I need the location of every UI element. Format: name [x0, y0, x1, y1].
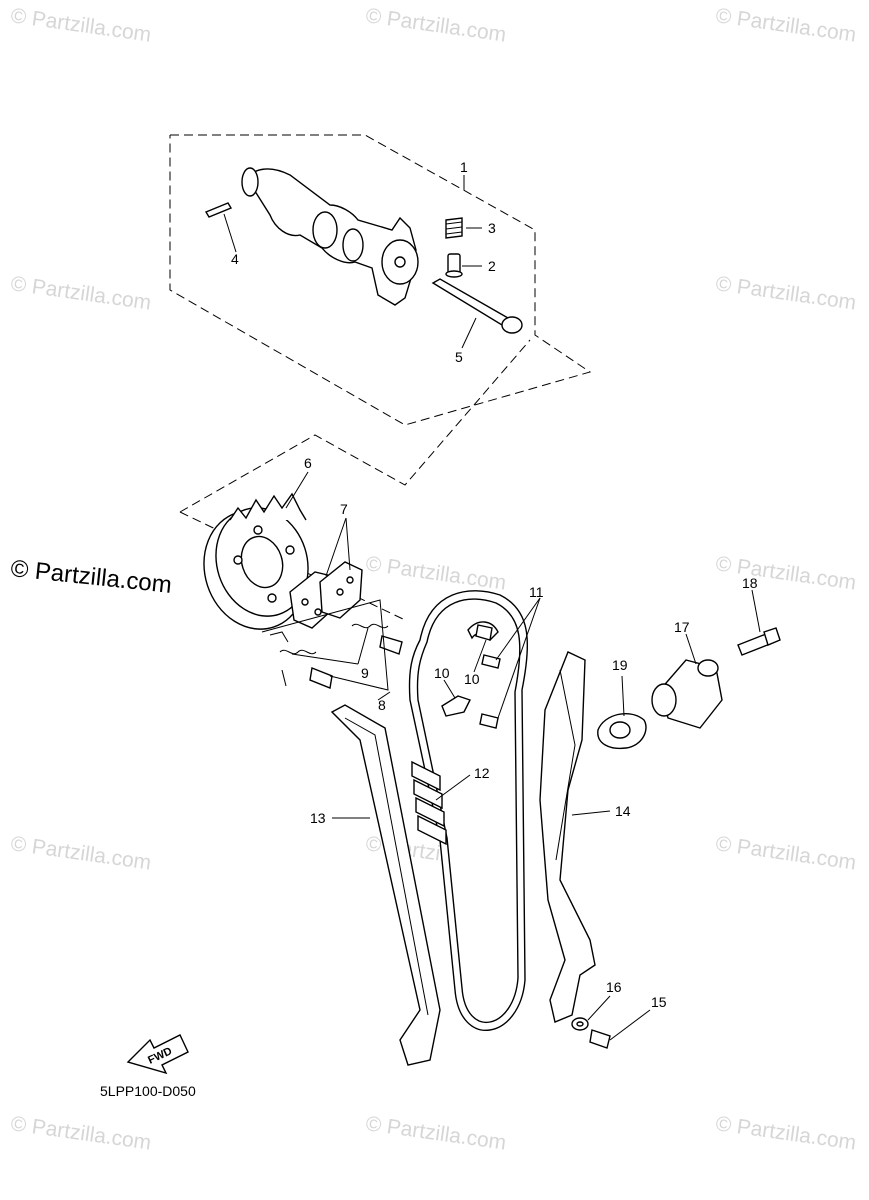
callout-7: 7 — [340, 501, 348, 517]
tensioner-guide-part — [539, 651, 596, 1023]
watermark-text: © Partzilla.com — [714, 832, 857, 874]
cam-sprocket-part — [203, 492, 309, 630]
chain-tensioner-part — [651, 659, 723, 729]
watermark-text: © Partzilla.com — [364, 552, 507, 594]
callout-17: 17 — [674, 619, 690, 635]
tensioner-bolt-part — [737, 627, 781, 656]
leader-lines — [223, 175, 761, 1041]
watermark-text: © Partzilla.com — [9, 832, 152, 874]
watermark-text: © Partzilla.com — [364, 4, 507, 46]
fwd-arrow-icon: FWD — [126, 1034, 189, 1075]
spring-part — [445, 217, 463, 239]
chain-guide-stopper-part — [441, 621, 499, 717]
plunger-part — [445, 253, 463, 278]
callout-3: 3 — [488, 220, 496, 236]
camshaft-group-outline — [169, 134, 592, 621]
washer-part — [571, 1017, 589, 1031]
callout-13: 13 — [310, 810, 326, 826]
watermark-text: © Partzilla.com — [9, 272, 152, 314]
watermark-text: © Partzilla.com — [9, 1112, 152, 1154]
callout-6: 6 — [304, 455, 312, 471]
gasket-part — [597, 712, 647, 750]
watermark-text: © Partzilla.com — [714, 272, 857, 314]
callout-labels: 1 2 3 4 5 6 7 8 9 10 10 11 12 13 14 15 1… — [231, 159, 758, 1010]
dowel-pin-part — [204, 202, 233, 218]
camshaft-part — [241, 167, 419, 306]
watermark-text: © Partzilla.com — [364, 1112, 507, 1154]
callout-18: 18 — [742, 575, 758, 591]
callout-12: 12 — [474, 765, 490, 781]
callout-9: 9 — [361, 665, 369, 681]
diagram-code: 5LPP100-D050 — [100, 1083, 196, 1099]
chain-guide-part — [330, 704, 441, 1066]
watermark-text: © Partzilla.com — [714, 4, 857, 46]
watermark-text: © Partzilla.com — [714, 1112, 857, 1154]
callout-1: 1 — [460, 159, 468, 175]
callout-10b: 10 — [464, 671, 480, 687]
callout-14: 14 — [615, 803, 631, 819]
small-bolt-part — [479, 654, 501, 729]
decompression-shaft-part — [431, 278, 523, 334]
watermark-text: © Partzilla.com — [9, 4, 152, 46]
callout-2: 2 — [488, 258, 496, 274]
callout-10a: 10 — [434, 665, 450, 681]
callout-15: 15 — [651, 994, 667, 1010]
callout-19: 19 — [612, 657, 628, 673]
chain-links-part — [411, 760, 447, 846]
callout-4: 4 — [231, 251, 239, 267]
pivot-bolt-part — [589, 1029, 611, 1049]
watermark-prominent: © Partzilla.com — [9, 555, 173, 599]
watermark-text: © Partzilla.com — [714, 552, 857, 594]
callout-5: 5 — [455, 349, 463, 365]
callout-16: 16 — [606, 979, 622, 995]
bolt-part — [309, 635, 403, 689]
callout-8: 8 — [378, 697, 386, 713]
callout-11: 11 — [529, 584, 544, 600]
